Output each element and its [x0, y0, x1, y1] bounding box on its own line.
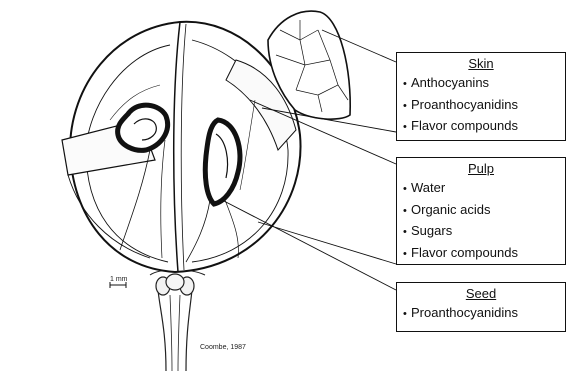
leader-pulp-bottom [258, 222, 396, 264]
list-item: •Anthocyanins [403, 73, 565, 95]
skin-box: Skin •Anthocyanins •Proanthocyanidins •F… [396, 52, 566, 141]
scale-label: 1 mm [110, 276, 128, 283]
pulp-box: Pulp •Water •Organic acids •Sugars •Flav… [396, 157, 566, 265]
pulp-title: Pulp [397, 161, 565, 177]
seed-list: •Proanthocyanidins [397, 303, 565, 325]
credit-label: Coombe, 1987 [200, 344, 246, 351]
skin-title: Skin [397, 56, 565, 72]
list-item: •Flavor compounds [403, 116, 565, 138]
list-item: •Water [403, 178, 565, 200]
pedicel [150, 270, 205, 371]
berry-body [62, 22, 301, 272]
seed-title: Seed [397, 286, 565, 302]
list-item: •Proanthocyanidins [403, 303, 565, 325]
list-item: •Sugars [403, 221, 565, 243]
pulp-list: •Water •Organic acids •Sugars •Flavor co… [397, 178, 565, 264]
skin-list: •Anthocyanins •Proanthocyanidins •Flavor… [397, 73, 565, 138]
list-item: •Flavor compounds [403, 243, 565, 265]
list-item: •Proanthocyanidins [403, 95, 565, 117]
list-item: •Organic acids [403, 200, 565, 222]
seed-box: Seed •Proanthocyanidins [396, 282, 566, 332]
